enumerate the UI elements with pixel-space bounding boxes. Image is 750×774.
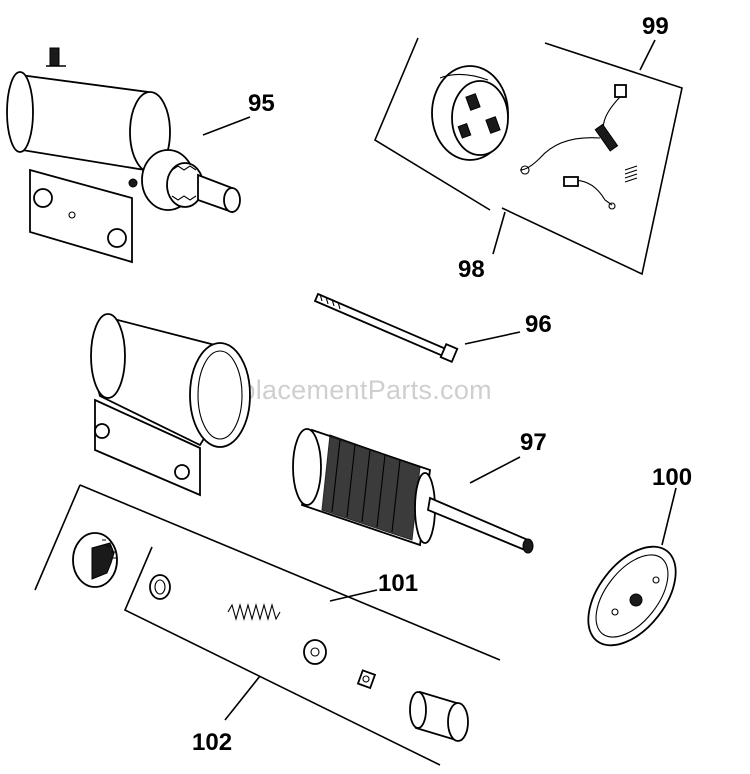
motor-housing[interactable] — [90, 313, 251, 497]
leader-101 — [329, 589, 378, 602]
callout-101[interactable]: 101 — [378, 570, 418, 597]
callout-95[interactable]: 95 — [248, 90, 275, 117]
leader-100 — [661, 487, 677, 546]
drive-cap[interactable] — [409, 690, 469, 742]
drive-pinion[interactable] — [72, 532, 118, 588]
drive-sleeve[interactable] — [149, 574, 171, 600]
through-bolt[interactable] — [313, 292, 459, 363]
drive-nut[interactable] — [356, 669, 377, 690]
drive-kit-box — [34, 484, 501, 766]
callout-97[interactable]: 97 — [520, 429, 547, 456]
end-cap-brush-holder[interactable] — [431, 65, 509, 161]
brush-leads[interactable] — [519, 84, 638, 210]
callout-96[interactable]: 96 — [525, 311, 552, 338]
leader-95 — [202, 116, 251, 136]
leader-97 — [469, 456, 521, 484]
starter-motor-assembly[interactable] — [6, 47, 241, 264]
armature[interactable] — [292, 428, 534, 554]
brush-kit-box — [373, 37, 683, 276]
end-cap-plate[interactable] — [571, 531, 693, 661]
callout-99[interactable]: 99 — [642, 13, 669, 40]
drive-spring[interactable] — [227, 602, 281, 622]
callout-98[interactable]: 98 — [458, 256, 485, 283]
leader-102 — [224, 675, 261, 721]
callout-100[interactable]: 100 — [652, 464, 692, 491]
leader-99 — [639, 39, 656, 71]
callout-102[interactable]: 102 — [192, 729, 232, 756]
leader-98 — [492, 211, 506, 255]
leader-96 — [464, 331, 521, 345]
drive-washer[interactable] — [303, 639, 327, 665]
